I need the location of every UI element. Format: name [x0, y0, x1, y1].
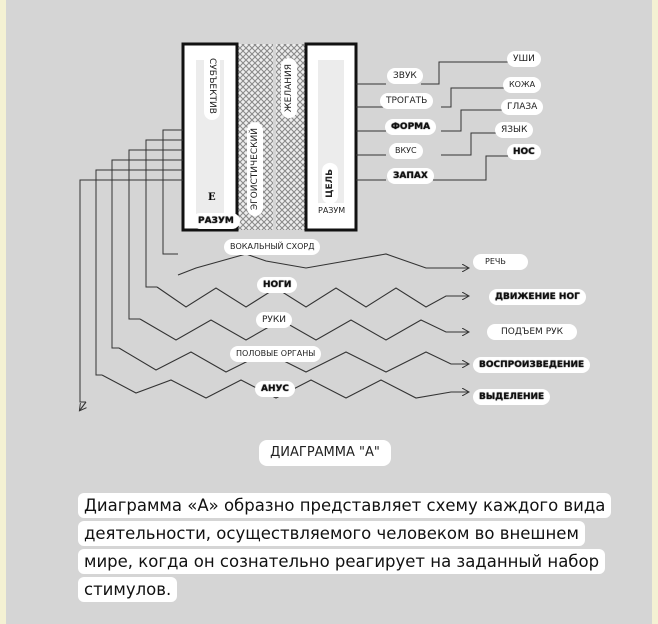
- ego-label: ЭГОИСТИЧЕСКИЙ: [247, 122, 263, 217]
- subject-label: СУБЪЕКТИВ: [204, 52, 220, 120]
- channel-label: РУКИ: [256, 312, 293, 328]
- mind-right-label: РАЗУМ: [312, 203, 352, 219]
- action-label: ПОДЪЕМ РУК: [487, 324, 577, 340]
- channel-label: ВОКАЛЬНЫЙ СХОРД: [224, 239, 321, 255]
- sense-connectors: [356, 61, 508, 181]
- purpose-label: ЦЕЛЬ: [322, 163, 338, 204]
- organ-label: НОС: [507, 144, 541, 160]
- sense-label: ЗАПАХ: [387, 168, 434, 184]
- organ-label: УШИ: [507, 51, 541, 67]
- motor-channels: [79, 129, 183, 403]
- action-label: ДВИЖЕНИЕ НОГ: [489, 289, 586, 305]
- channel-label: ПОЛОВЫЕ ОРГАНЫ: [230, 346, 322, 362]
- channel-label: АНУС: [255, 381, 296, 397]
- action-label: ВЫДЕЛЕНИЕ: [473, 389, 551, 405]
- sense-label: ВКУС: [389, 143, 423, 159]
- e-letter: E: [208, 192, 216, 203]
- action-label: ВОСПРОИЗВЕДЕНИЕ: [473, 357, 591, 373]
- channel-label: НОГИ: [257, 277, 298, 293]
- sense-label: ЗВУК: [387, 68, 423, 84]
- action-label: РЕЧЬ: [473, 254, 528, 270]
- organ-label: ЯЗЫК: [495, 122, 534, 138]
- diagram-a: [6, 42, 508, 440]
- description-paragraph: Диаграмма «А» образно представляет схему…: [48, 492, 612, 604]
- return-arrows: [80, 401, 86, 410]
- organ-label: КОЖА: [503, 77, 542, 93]
- desires-label: ЖЕЛАНИЯ: [281, 58, 297, 119]
- page: СУБЪЕКТИВ ЭГОИСТИЧЕСКИЙ ЖЕЛАНИЯ ЦЕЛЬ E Р…: [6, 0, 652, 624]
- description-text: Диаграмма «А» образно представляет схему…: [78, 493, 612, 602]
- sense-label: ФОРМА: [385, 119, 437, 135]
- mind-left-label: РАЗУМ: [192, 213, 240, 229]
- diagram-caption: ДИАГРАММА "А": [259, 440, 391, 466]
- organ-label: ГЛАЗА: [501, 99, 544, 115]
- zigzags: [101, 253, 468, 399]
- sense-label: ТРОГАТЬ: [380, 93, 434, 109]
